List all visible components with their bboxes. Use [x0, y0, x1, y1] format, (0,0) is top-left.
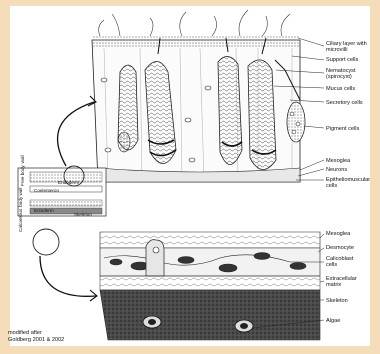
label-epitheliomuscular: Epitheliomuscular cells — [326, 177, 372, 189]
label-support-cells: Support cells — [326, 57, 359, 63]
zoom-circle-bottom — [33, 229, 59, 255]
arrow-to-top-block — [58, 102, 94, 166]
svg-text:Calcareousbody wall: Calcareousbody wall — [18, 188, 23, 232]
label-mucus-cells: Mucus cells — [326, 86, 355, 92]
inset-endoderm-label: Endoderm — [58, 180, 79, 185]
bottom-tissue-block — [100, 232, 320, 340]
top-tissue-block — [92, 10, 305, 182]
arrow-to-bottom-block — [40, 256, 96, 296]
label-secretory-cells: Secretory cells — [326, 100, 363, 106]
skeleton-layer — [100, 290, 320, 340]
label-mesoglea-top: Mesoglea — [326, 158, 351, 164]
cilia-hairs — [99, 10, 290, 36]
label-nematocyst: Nematocyst (spirocyst) — [326, 68, 357, 80]
label-pigment-cells: Pigment cells — [326, 126, 359, 132]
inset-coelenteron-label: Coelenteron — [34, 188, 59, 193]
desmocyte — [146, 240, 164, 276]
label-skeleton: Skeleton — [326, 298, 348, 304]
inset-ectoderm-label: Ectoderm — [34, 208, 54, 213]
credit-text: modified after Goldberg 2001 & 2002 — [8, 330, 98, 343]
label-mesoglea-bottom: Mesoglea — [326, 231, 351, 237]
label-extracellular: Extracellular matrix — [326, 276, 358, 288]
label-algae: Algae — [326, 318, 340, 324]
label-neurons: Neurons — [326, 167, 347, 173]
svg-text:Free bodywall: Free bodywall — [20, 155, 25, 186]
labels: Ciliary layer with microvilli Support ce… — [326, 41, 372, 324]
label-ciliary: Ciliary layer with microvilli — [326, 41, 368, 53]
ciliary-layer — [92, 36, 300, 48]
inset-skeleton-label: Skeleton — [74, 212, 92, 217]
inset-schematic: Free bodywall Calcareousbody wall Coelen… — [18, 155, 106, 255]
label-desmocyte: Desmocyte — [326, 245, 354, 251]
credit-line-2: Goldberg 2001 & 2002 — [8, 337, 98, 344]
label-calicoblast: Calicoblast cells — [326, 256, 355, 268]
